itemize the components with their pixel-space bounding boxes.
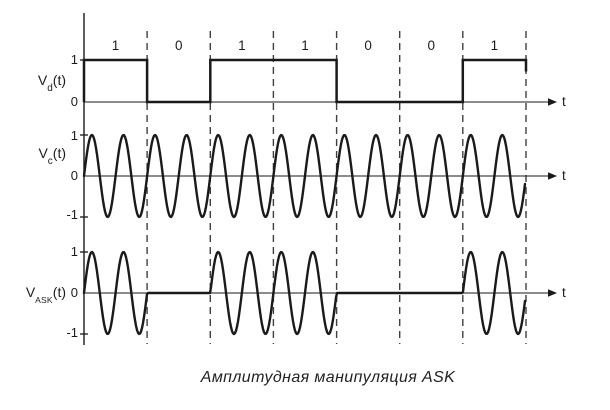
- y-tick-label: 1: [70, 128, 78, 143]
- vd-label-suffix: (t): [52, 72, 66, 88]
- time-axis-arrow-icon: [548, 172, 557, 180]
- bit-value-label: 0: [174, 38, 183, 53]
- y-tick-label: 1: [70, 52, 78, 67]
- vc-label-base: V: [38, 145, 48, 161]
- y-tick-label: 1: [70, 244, 78, 259]
- vc-label-suffix: (t): [52, 145, 66, 161]
- bit-value-label: 1: [111, 38, 120, 53]
- y-tick-label: -1: [66, 207, 78, 222]
- vd-signal-label: Vd(t): [0, 72, 66, 93]
- vd-label-base: V: [37, 72, 48, 88]
- vask-signal-label: VASK(t): [0, 284, 66, 304]
- bit-value-label: 0: [364, 38, 372, 53]
- y-tick-label: 0: [70, 285, 78, 300]
- time-axis-label: t: [562, 285, 566, 300]
- time-axis-label: t: [562, 94, 566, 109]
- time-axis-label: t: [562, 168, 566, 183]
- time-axis-arrow-icon: [548, 289, 557, 297]
- bit-value-label: 0: [427, 38, 436, 53]
- vask-label-subscript: ASK: [35, 294, 53, 305]
- time-axis-arrow-icon: [548, 98, 557, 106]
- vc-carrier-waveform: [82, 133, 527, 219]
- vc-signal-label: Vc(t): [0, 145, 66, 166]
- y-tick-label: 0: [70, 94, 78, 109]
- vask-modulated-waveform: [82, 250, 527, 336]
- vask-label-suffix: (t): [52, 284, 66, 300]
- figure-caption: Амплитудная манипуляция ASK: [200, 369, 456, 386]
- vc-label-subscript: c: [47, 155, 53, 167]
- vd-label-subscript: d: [47, 82, 53, 94]
- y-tick-label: 0: [70, 168, 78, 183]
- vd-digital-waveform: [82, 58, 528, 104]
- vask-label-base: V: [25, 284, 36, 300]
- y-tick-label: -1: [66, 325, 78, 340]
- bit-value-label: 1: [238, 38, 246, 53]
- bit-value-label: 1: [301, 38, 309, 53]
- bit-value-label: 1: [490, 38, 499, 53]
